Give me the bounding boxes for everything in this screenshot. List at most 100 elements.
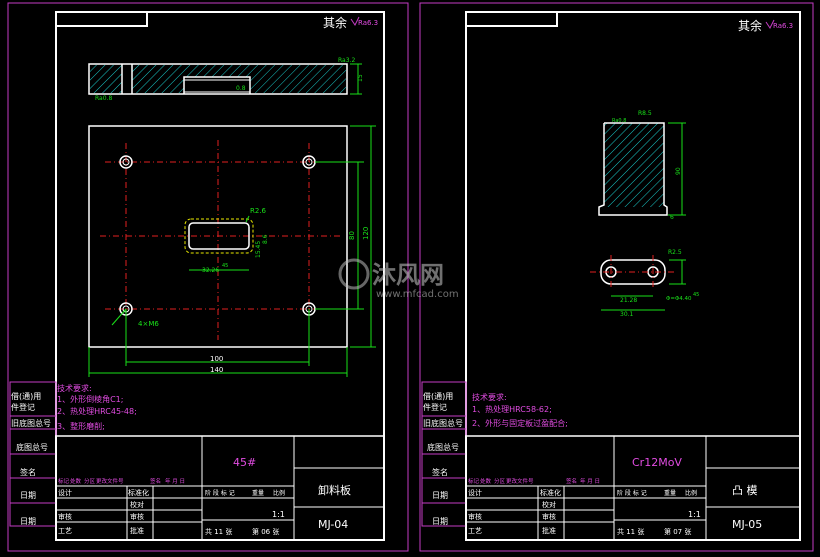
left-hole-label: 4×M6 (138, 320, 159, 328)
watermark-url: www.mfcad.com (376, 289, 459, 300)
svg-text:技术要求:: 技术要求: (57, 383, 92, 393)
svg-text:设计: 设计 (468, 488, 482, 497)
svg-text:1、热处理HRC58-62;: 1、热处理HRC58-62; (472, 404, 552, 414)
svg-text:校对: 校对 (130, 500, 144, 509)
svg-text:日期: 日期 (432, 517, 448, 526)
svg-text:审核: 审核 (58, 512, 72, 521)
svg-text:工艺: 工艺 (58, 527, 72, 535)
right-roughness-b: R8.5 (638, 110, 652, 117)
left-dim-15: 15 (357, 74, 364, 82)
left-title-block: 标记 处数 分区 更改文件号 签名 年 月 日 设计 标准化 校对 审核 审核 … (55, 435, 385, 541)
svg-text:底图总号: 底图总号 (16, 442, 48, 452)
right-roughness-a: Ra0.8 (612, 118, 626, 124)
right-part-name: 凸 模 (732, 484, 758, 497)
svg-text:共 11 张: 共 11 张 (617, 527, 644, 536)
svg-text:3、整形磨削;: 3、整形磨削; (57, 421, 105, 431)
left-dim-15-45: 15.45 (255, 241, 262, 258)
svg-text:底图总号: 底图总号 (427, 442, 459, 452)
watermark-brand: 沐风网 (372, 261, 444, 289)
svg-text:审核: 审核 (468, 512, 482, 521)
left-roughness-symbol (350, 16, 360, 26)
left-roughness-side: Ra3.2 (338, 57, 355, 64)
svg-text:工艺: 工艺 (468, 527, 482, 535)
svg-text:设计: 设计 (58, 488, 72, 497)
right-scale: 1:1 (688, 510, 701, 519)
svg-text:阶 段 标 记: 阶 段 标 记 (205, 489, 235, 497)
left-tech-requirements: 技术要求: 1、外形倒棱角C1; 2、热处理HRC45-48; 3、整形磨削; (57, 383, 137, 431)
left-part-name: 卸料板 (318, 483, 351, 497)
right-title-block: 标记 处数 分区 更改文件号 签名 年 月 日 设计 标准化 校对 审核 审核 … (465, 435, 801, 541)
svg-text:第 07 张: 第 07 张 (664, 527, 691, 536)
left-surface-note: 其余 (323, 15, 347, 30)
right-dim-phi: Φ=Φ4.40 (666, 296, 692, 302)
left-depth-label: 0.8 (236, 85, 246, 92)
watermark: 沐风网 www.mfcad.com (338, 258, 459, 300)
svg-text:日期: 日期 (20, 517, 36, 526)
left-plan-view: 4×M6 R2.6 32.26 45 15.45 8.6 100 140 80 … (88, 125, 376, 377)
svg-text:共 11 张: 共 11 张 (205, 527, 232, 536)
svg-text:旧底图总号: 旧底图总号 (423, 418, 463, 428)
svg-text:校对: 校对 (542, 500, 556, 509)
svg-text:标记: 标记 (58, 477, 70, 485)
left-radius-label: R2.6 (250, 207, 267, 215)
left-scale: 1:1 (272, 510, 285, 519)
left-roughness-top: Ra0.8 (95, 95, 112, 102)
left-material: 45# (233, 456, 256, 469)
right-roughness-main: Ra6.3 (773, 22, 793, 30)
right-surface-note: 其余 (738, 18, 762, 33)
svg-text:签名: 签名 (566, 477, 577, 485)
svg-text:件登记: 件登记 (11, 402, 35, 412)
right-punch-front-view: 90 R8.5 Ra0.8 6 (598, 110, 686, 221)
right-corner-tab (466, 12, 558, 27)
svg-text:审核: 审核 (542, 512, 556, 521)
svg-text:更改文件号: 更改文件号 (506, 477, 534, 485)
svg-text:签名: 签名 (20, 467, 36, 477)
right-dim-6: 6 (670, 214, 674, 221)
left-corner-tab (56, 12, 148, 27)
svg-text:标准化: 标准化 (540, 488, 561, 497)
svg-text:签名: 签名 (150, 477, 161, 485)
left-hole-tl (119, 155, 133, 169)
svg-text:日期: 日期 (432, 491, 448, 500)
right-outer-frame (419, 2, 814, 552)
svg-text:比例: 比例 (685, 489, 697, 497)
svg-text:处数: 处数 (70, 477, 82, 485)
svg-text:重量: 重量 (252, 489, 264, 497)
watermark-logo-icon (338, 258, 370, 290)
svg-text:更改文件号: 更改文件号 (96, 477, 124, 485)
right-dim-30: 30.1 (620, 311, 634, 318)
left-section-view: 15 Ra3.2 Ra0.8 0.8 (88, 57, 364, 102)
svg-text:技术要求:: 技术要求: (472, 392, 507, 402)
left-outer-frame (7, 2, 409, 552)
left-dim-100: 100 (210, 355, 223, 363)
svg-text:标准化: 标准化 (128, 488, 149, 497)
svg-text:审核: 审核 (130, 512, 144, 521)
right-roughness-symbol (765, 19, 775, 29)
left-sheet: 其余 Ra6.3 15 Ra3.2 Ra0.8 0.8 (7, 2, 409, 552)
svg-text:借(通)用: 借(通)用 (11, 391, 41, 401)
svg-text:年 月 日: 年 月 日 (580, 477, 600, 485)
svg-text:年 月 日: 年 月 日 (165, 477, 185, 485)
left-dim-32: 32.26 (202, 267, 219, 274)
right-dim-21: 21.28 (620, 297, 637, 304)
svg-text:1、外形倒棱角C1;: 1、外形倒棱角C1; (57, 394, 123, 404)
svg-text:签名: 签名 (432, 467, 448, 477)
left-roughness-main: Ra6.3 (358, 19, 378, 27)
svg-text:标记: 标记 (468, 477, 480, 485)
svg-text:第 06 张: 第 06 张 (252, 527, 279, 536)
left-dim-45: 45 (222, 263, 228, 269)
right-drawing-no: MJ-05 (732, 518, 762, 531)
left-dim-80: 80 (348, 231, 356, 240)
svg-text:借(通)用: 借(通)用 (423, 391, 453, 401)
right-sheet: 其余 Ra6.3 90 R8.5 Ra0.8 6 21.28 30.1 (419, 2, 814, 552)
left-dim-140: 140 (210, 366, 223, 374)
right-punch-top-view: 21.28 30.1 R2.5 Φ=Φ4.40 45 (590, 249, 699, 318)
svg-text:分区: 分区 (84, 477, 96, 485)
svg-text:批准: 批准 (130, 526, 144, 535)
right-tech-requirements: 技术要求: 1、热处理HRC58-62; 2、外形与固定板过盈配合; (472, 392, 568, 428)
svg-text:2、外形与固定板过盈配合;: 2、外形与固定板过盈配合; (472, 418, 568, 428)
svg-text:阶 段 标 记: 阶 段 标 记 (617, 489, 647, 497)
right-material: Cr12MoV (632, 456, 682, 469)
svg-text:处数: 处数 (480, 477, 492, 485)
